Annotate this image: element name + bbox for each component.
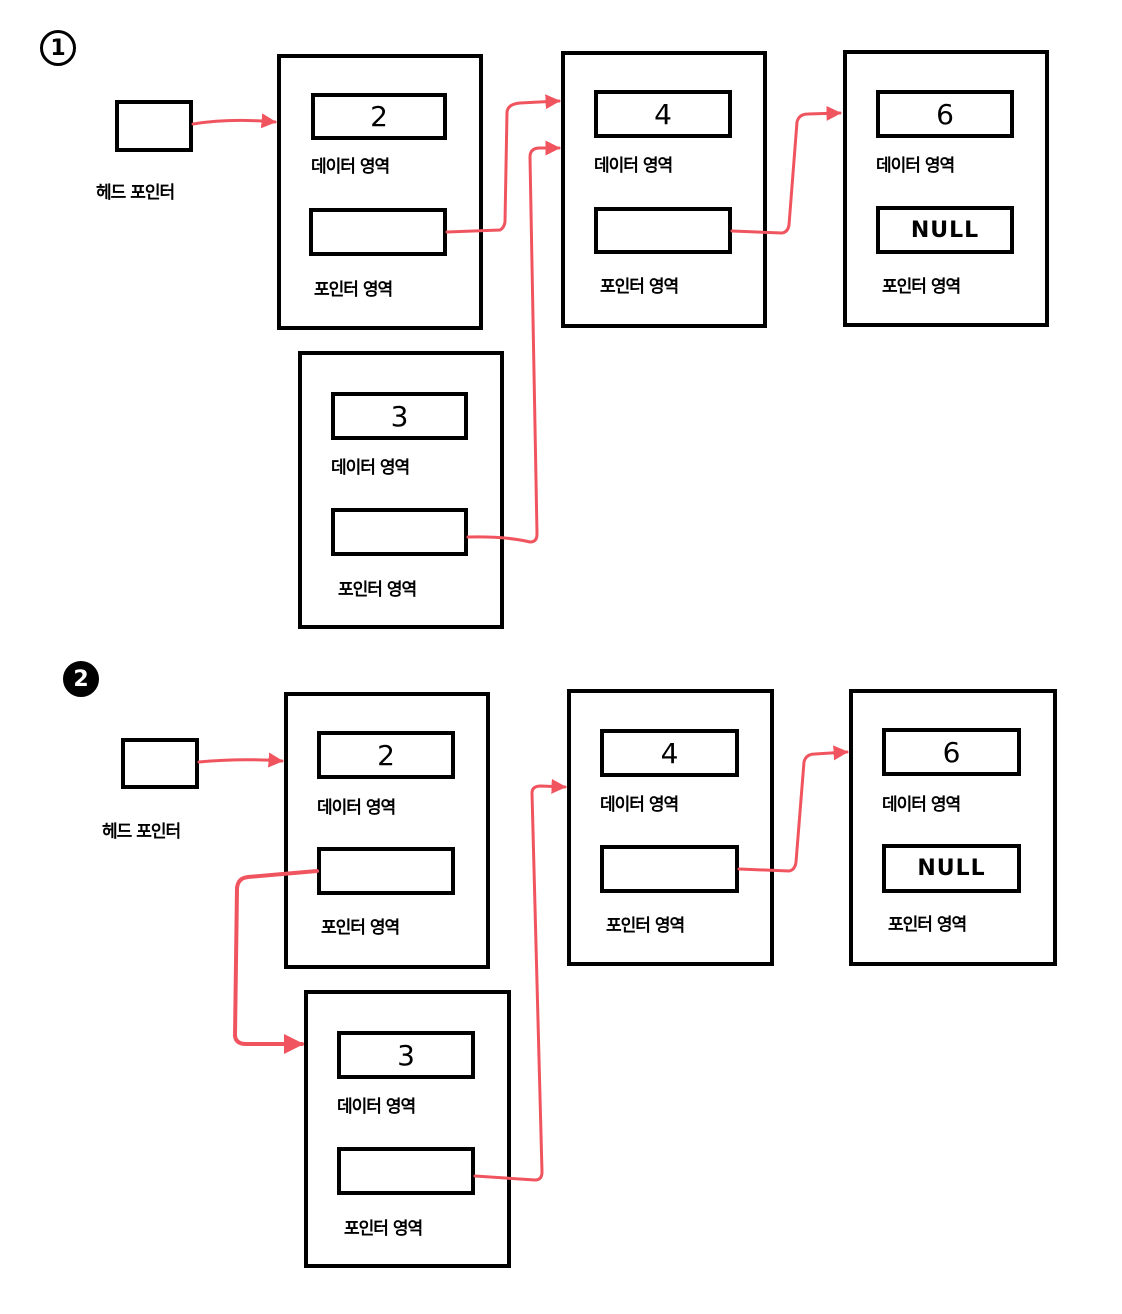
pointer-area-label: 포인터 영역 [882,277,961,297]
pointer-slot [600,845,739,893]
data-area-label: 데이터 영역 [600,795,679,815]
data-area-label: 데이터 영역 [882,795,961,815]
data-slot: 6 [876,90,1014,138]
arrow-node-3-to-node-4 [466,140,561,544]
step-number: 2 [73,666,89,692]
pointer-area-label: 포인터 영역 [314,280,393,300]
pointer-area-label: 포인터 영역 [338,580,417,600]
data-slot: 3 [337,1031,475,1079]
arrow-node-3-to-node-4 [473,778,567,1182]
data-area-label: 데이터 영역 [594,156,673,176]
arrow-node-2-to-node-4 [445,94,561,234]
step-marker-2: 2 [63,661,99,697]
arrow-head-to-node-2 [197,752,284,768]
data-area-label: 데이터 영역 [331,458,410,478]
pointer-area-label: 포인터 영역 [321,918,400,938]
arrow-node-2-to-node-3 [233,869,319,1054]
pointer-area-label: 포인터 영역 [888,915,967,935]
pointer-slot [331,508,468,556]
data-slot: 2 [311,93,447,140]
head-pointer-label: 헤드 포인터 [96,183,175,203]
pointer-area-label: 포인터 영역 [600,277,679,297]
pointer-area-label: 포인터 영역 [606,916,685,936]
head-pointer-box [121,738,199,789]
data-area-label: 데이터 영역 [876,156,955,176]
head-pointer-box [115,100,193,152]
data-slot: 4 [594,90,732,138]
data-slot: 3 [331,392,468,440]
pointer-slot [309,208,447,256]
arrow-node-4-to-node-6 [730,105,842,235]
pointer-area-label: 포인터 영역 [344,1219,423,1239]
null-pointer-slot: NULL [882,844,1021,893]
data-slot: 6 [882,728,1021,776]
data-area-label: 데이터 영역 [337,1097,416,1117]
arrow-node-4-to-node-6 [737,745,849,873]
arrow-head-to-node-2 [191,113,277,129]
data-slot: 4 [600,729,739,777]
pointer-slot [594,207,732,254]
pointer-slot [337,1147,475,1195]
step-marker-1: 1 [40,30,76,66]
data-area-label: 데이터 영역 [317,798,396,818]
data-area-label: 데이터 영역 [311,157,390,177]
data-slot: 2 [317,731,455,779]
step-number: 1 [50,35,66,61]
head-pointer-label: 헤드 포인터 [102,822,181,842]
null-pointer-slot: NULL [876,206,1014,254]
